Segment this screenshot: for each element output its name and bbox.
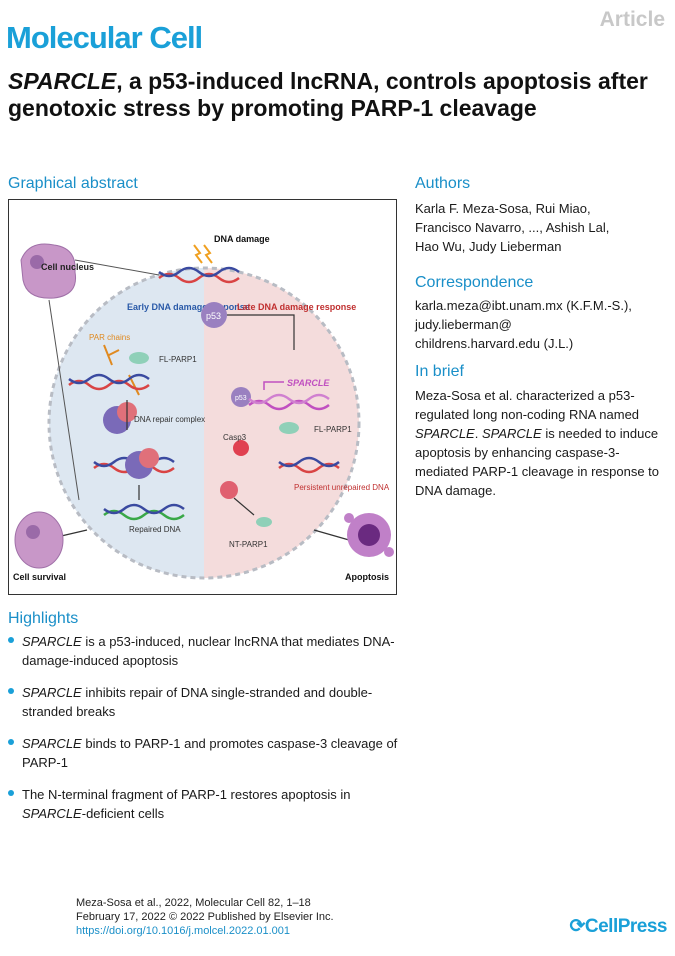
- apoptosis-label: Apoptosis: [345, 572, 389, 582]
- authors-line-3: Hao Wu, Judy Lieberman: [415, 239, 562, 254]
- late-dna-icon: [248, 393, 330, 411]
- early-dna-icon: [68, 373, 150, 391]
- bullet-icon: [8, 688, 14, 694]
- title-rest: , a p53-induced lncRNA, controls apoptos…: [8, 68, 648, 121]
- cleavage-arrow: [233, 497, 255, 516]
- corr-line-2[interactable]: judy.lieberman@: [415, 317, 512, 332]
- p53-late-icon: [231, 387, 251, 407]
- bullet-icon: [8, 790, 14, 796]
- casp3-parp1-icon: [220, 481, 238, 499]
- sparcle-arrow: [263, 381, 284, 390]
- late-label: Late DNA damage response: [237, 302, 356, 312]
- citation-line-2: February 17, 2022 © 2022 Published by El…: [76, 911, 334, 923]
- sparcle-label: SPARCLE: [287, 378, 330, 388]
- corr-line-3[interactable]: childrens.harvard.edu (J.L.): [415, 336, 574, 351]
- in-brief-label: In brief: [415, 363, 464, 380]
- parp1-icon: [129, 352, 149, 364]
- p53-label: p53: [206, 311, 221, 321]
- cellpress-text: CellPress: [584, 916, 668, 937]
- doi-link[interactable]: https://doi.org/10.1016/j.molcel.2022.01…: [76, 925, 291, 937]
- p53-icon: [201, 302, 227, 328]
- authors-line-2: Francisco Navarro, ..., Ashish Lal,: [415, 220, 610, 235]
- parp1-late-icon: [279, 422, 299, 434]
- label-cell: Cell nucleus: [41, 262, 94, 272]
- journal-name: Molecular Cell: [6, 20, 203, 55]
- highlight-item: SPARCLE binds to PARP-1 and promotes cas…: [8, 734, 408, 772]
- fl-parp1-label-late: FL-PARP1: [314, 425, 352, 434]
- persistent-label: Persistent unrepaired DNA: [294, 483, 390, 492]
- highlight-item: SPARCLE is a p53-induced, nuclear lncRNA…: [8, 632, 408, 670]
- apoptosis-arrow: [313, 529, 350, 541]
- nucleus-outline: [47, 266, 361, 580]
- early-label: Early DNA damage response: [127, 302, 250, 312]
- apoptosis-nucleus-icon: [358, 524, 380, 546]
- graphical-abstract-label: Graphical abstract: [8, 175, 138, 192]
- p53-arrow: [227, 314, 295, 350]
- cellpress-icon: ⟳: [569, 916, 585, 937]
- article-title: SPARCLE, a p53-induced lncRNA, controls …: [8, 68, 668, 122]
- citation-line-1: Meza-Sosa et al., 2022, Molecular Cell 8…: [76, 897, 311, 909]
- highlight-item: SPARCLE inhibits repair of DNA single-st…: [8, 683, 408, 721]
- dna-damage-label: DNA damage: [214, 234, 270, 244]
- article-type: Article: [599, 8, 665, 31]
- casp3-icon: [233, 440, 249, 456]
- highlight-item: The N-terminal fragment of PARP-1 restor…: [8, 785, 408, 823]
- cell-survival-icon: [14, 511, 64, 569]
- par-chains-label: PAR chains: [89, 333, 130, 342]
- bullet-icon: [8, 739, 14, 745]
- in-brief-text: Meza-Sosa et al. characterized a p53-reg…: [415, 388, 660, 498]
- persistent-dna-icon: [278, 456, 340, 474]
- cellpress-logo: ⟳CellPress: [569, 915, 667, 938]
- top-dna-icon: [158, 266, 240, 284]
- zoom-line-2: [74, 259, 160, 276]
- damage-bolt-icon: [193, 244, 213, 264]
- dna-repair-label: DNA repair complex: [134, 415, 205, 424]
- p53-late-label: p53: [235, 395, 247, 402]
- repaired-dna-icon: [103, 503, 185, 521]
- cell-nucleus-text: Cell nucleus: [41, 262, 94, 272]
- correspondence: karla.meza@ibt.unam.mx (K.F.M.-S.), judy…: [415, 296, 670, 353]
- highlights-list: SPARCLE is a p53-induced, nuclear lncRNA…: [8, 632, 408, 836]
- cell-survival-label: Cell survival: [13, 572, 66, 582]
- correspondence-label: Correspondence: [415, 274, 534, 291]
- graphical-abstract: Cell nucleus DNA damage Early DNA damage…: [8, 199, 397, 595]
- apoptotic-body-icon-2: [384, 547, 394, 557]
- cell-nucleus-icon: [30, 255, 44, 269]
- repair-complex-icon-4: [139, 448, 159, 468]
- bullet-icon: [8, 637, 14, 643]
- fl-parp1-label-early: FL-PARP1: [159, 355, 197, 364]
- nt-parp1-label: NT-PARP1: [229, 540, 268, 549]
- apoptotic-body-icon-1: [344, 513, 354, 523]
- cell-survival-nucleus-icon: [26, 525, 40, 539]
- citation: Meza-Sosa et al., 2022, Molecular Cell 8…: [76, 896, 334, 938]
- highlights-label: Highlights: [8, 610, 79, 627]
- authors-label: Authors: [415, 175, 471, 192]
- authors: Karla F. Meza-Sosa, Rui Miao, Francisco …: [415, 199, 670, 256]
- zoom-line-1: [48, 299, 80, 501]
- graphical-abstract-figure: Cell nucleus DNA damage Early DNA damage…: [13, 234, 394, 582]
- nt-parp1-icon: [256, 517, 272, 527]
- repaired-label: Repaired DNA: [129, 525, 181, 534]
- title-italic: SPARCLE: [8, 68, 117, 94]
- authors-line-1: Karla F. Meza-Sosa, Rui Miao,: [415, 201, 591, 216]
- in-brief: Meza-Sosa et al. characterized a p53-reg…: [415, 386, 670, 500]
- casp3-label: Casp3: [223, 433, 247, 442]
- corr-line-1[interactable]: karla.meza@ibt.unam.mx (K.F.M.-S.),: [415, 298, 632, 313]
